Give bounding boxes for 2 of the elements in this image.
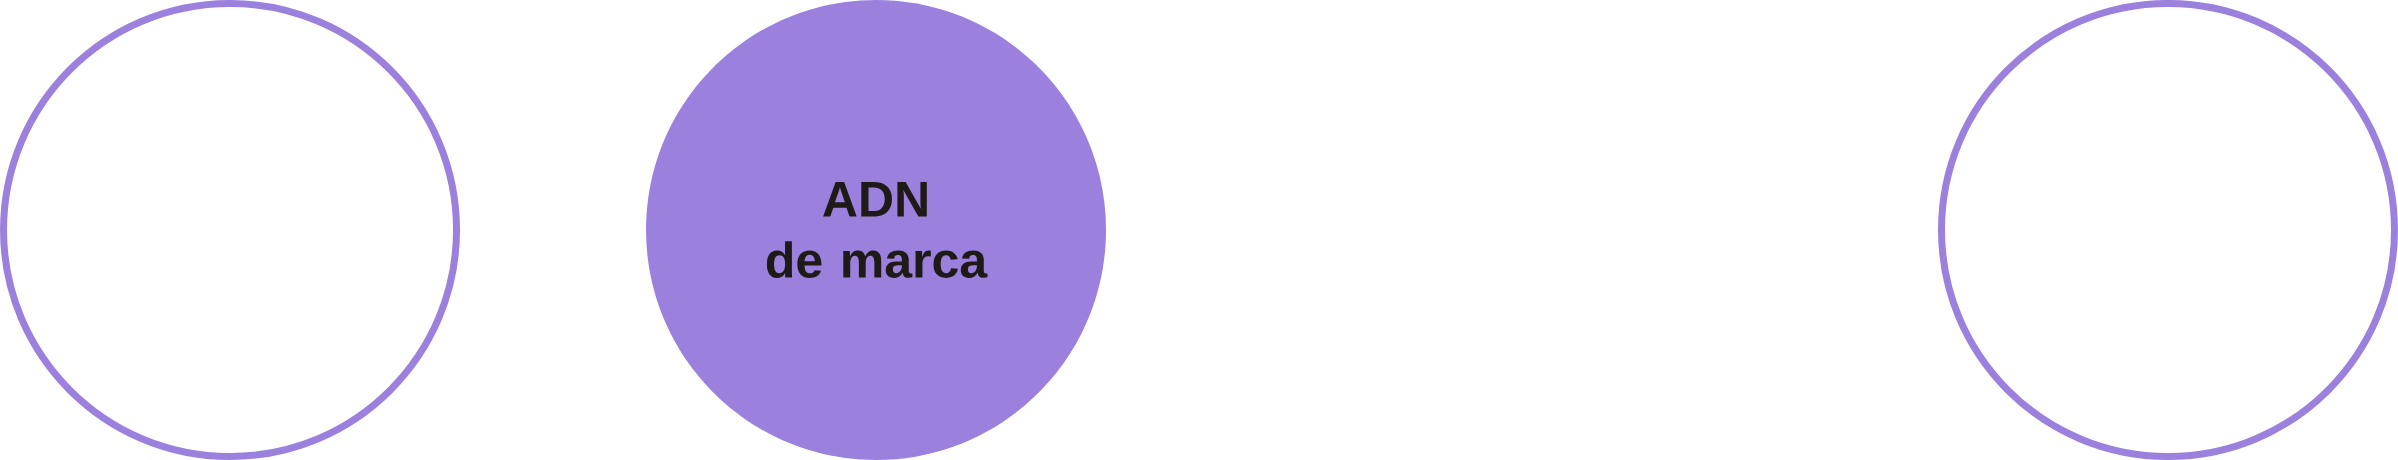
empty-circle	[1938, 0, 2398, 460]
empty-circle	[0, 0, 461, 460]
